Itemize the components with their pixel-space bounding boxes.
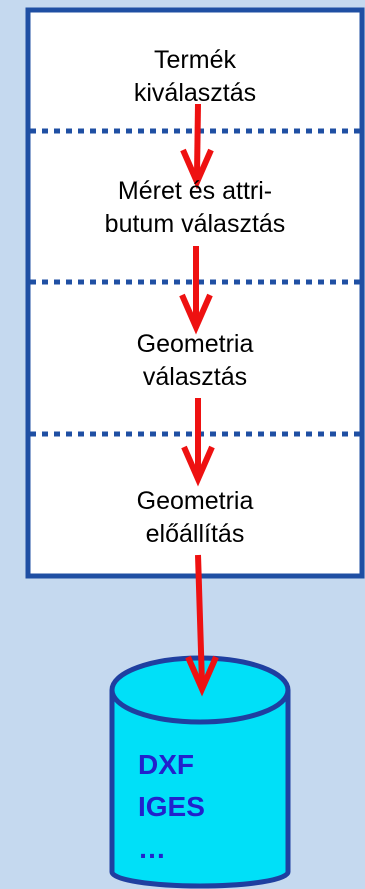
arrow-4-shaft — [195, 554, 205, 684]
arrow-2 — [179, 246, 213, 335]
step-size-attribute-selection: Méret és attri- butum választás — [30, 175, 360, 241]
database-cylinder — [109, 655, 291, 889]
arrow-1 — [180, 103, 214, 190]
step-geometry-selection: Geometria választás — [30, 328, 360, 394]
step-3-line-2: választás — [142, 363, 248, 391]
arrow-4-head — [185, 655, 219, 697]
arrow-3 — [181, 398, 215, 487]
step-1-line-2: kiválasztás — [133, 79, 257, 107]
database-format-dxf: DXF — [138, 749, 194, 780]
step-1-line-1: Termék — [154, 46, 236, 74]
step-3-line-1: Geometria — [136, 330, 254, 358]
arrow-2-head — [179, 293, 213, 335]
database-format-ellipsis: … — [138, 833, 166, 864]
arrow-1-head — [180, 148, 214, 190]
step-4-line-2: előállítás — [145, 520, 245, 548]
database-format-iges: IGES — [138, 791, 205, 822]
step-4-line-1: Geometria — [136, 487, 254, 515]
cylinder-body — [109, 690, 291, 889]
step-2-line-2: butum választás — [104, 210, 286, 238]
step-geometry-generation: Geometria előállítás — [30, 485, 360, 551]
arrow-4 — [185, 554, 219, 697]
arrow-1-shaft — [194, 103, 201, 176]
step-2-line-1: Méret és attri- — [117, 177, 273, 205]
arrow-3-head — [181, 445, 215, 487]
step-product-selection: Termék kiválasztás — [30, 44, 360, 110]
